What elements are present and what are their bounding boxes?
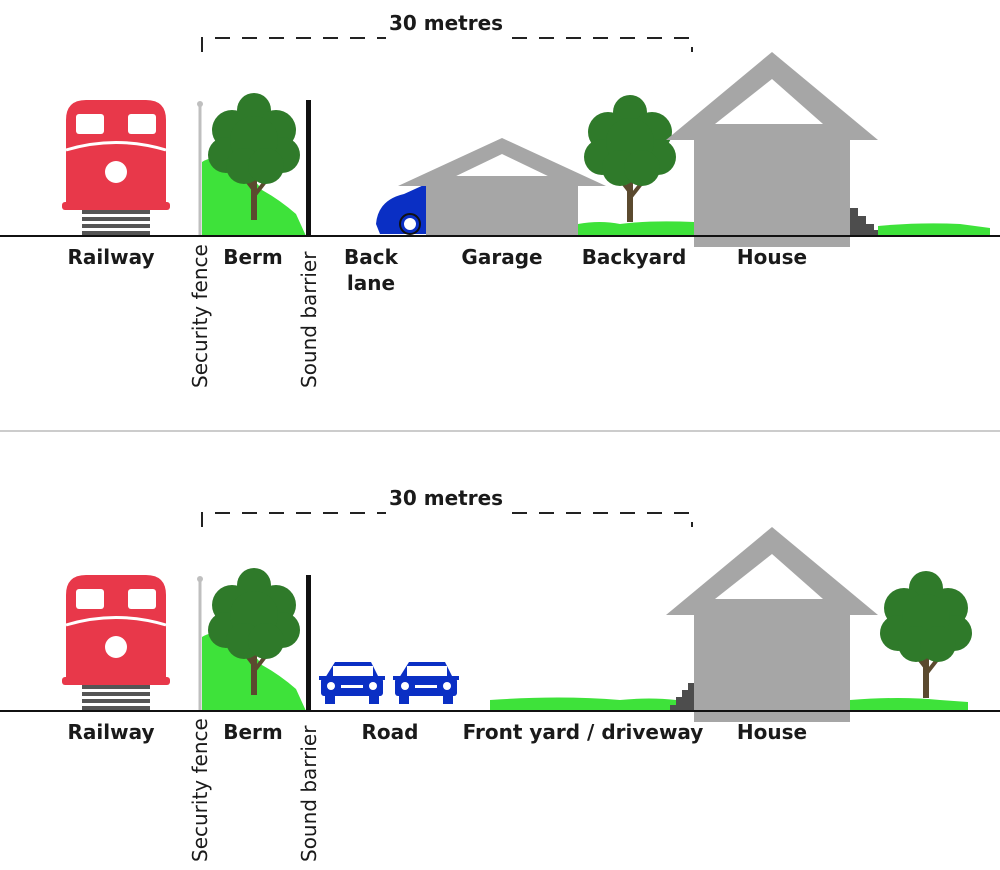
- label-railway: Railway: [67, 245, 154, 269]
- label-berm: Berm: [223, 720, 283, 744]
- label-railway: Railway: [67, 720, 154, 744]
- car-icon: [319, 662, 385, 704]
- top-panel: 30 metres: [0, 11, 1000, 388]
- tree-icon: [878, 569, 974, 700]
- label-berm: Berm: [223, 245, 283, 269]
- label-security-fence: Security fence: [188, 718, 212, 862]
- sound-barrier-wall: [306, 100, 311, 236]
- front-yard-grass: [490, 697, 676, 711]
- garage-icon: [398, 138, 606, 236]
- backyard-grass: [578, 221, 694, 236]
- distance-bracket: [201, 512, 693, 527]
- sound-barrier-wall: [306, 575, 311, 711]
- label-road: Road: [362, 720, 419, 744]
- stairs-icon: [670, 683, 696, 711]
- car-icon: [393, 662, 459, 704]
- label-back-lane-line1: Back: [344, 245, 399, 269]
- distance-label: 30 metres: [389, 486, 503, 510]
- tree-icon: [582, 93, 678, 224]
- label-security-fence: Security fence: [188, 244, 212, 388]
- car-icon: [376, 184, 426, 235]
- fence-post-icon: [197, 101, 203, 236]
- train-icon: [60, 98, 172, 237]
- label-back-lane-line2: lane: [347, 271, 395, 295]
- right-grass: [878, 223, 990, 236]
- distance-bracket: [201, 37, 693, 52]
- house-icon: [666, 52, 878, 247]
- fence-post-icon: [197, 576, 203, 711]
- house-icon: [666, 527, 878, 722]
- label-backyard: Backyard: [582, 245, 687, 269]
- train-icon: [60, 573, 172, 712]
- label-sound-barrier: Sound barrier: [297, 725, 321, 862]
- label-front-yard: Front yard / driveway: [463, 720, 704, 744]
- label-sound-barrier: Sound barrier: [297, 251, 321, 388]
- label-garage: Garage: [461, 245, 542, 269]
- stairs-icon: [850, 208, 880, 236]
- distance-label: 30 metres: [389, 11, 503, 35]
- label-house: House: [737, 720, 807, 744]
- bottom-panel: 30 metres Railway Berm Road Front yard /: [0, 486, 1000, 862]
- label-house: House: [737, 245, 807, 269]
- right-grass: [850, 698, 968, 711]
